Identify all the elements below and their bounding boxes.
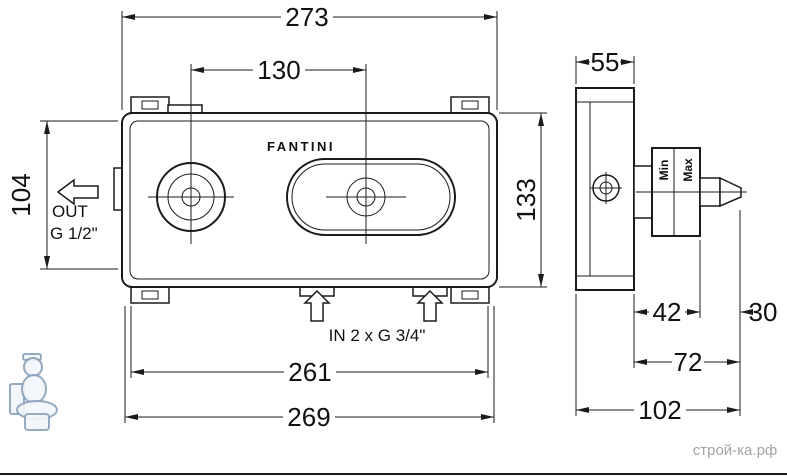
housing-inner-plate: [129, 120, 490, 280]
in-label: IN 2 x G 3/4": [329, 326, 426, 345]
inlet-arrow-icon: [416, 289, 444, 322]
dim-inner-height: 104: [6, 173, 36, 216]
dim-overall-width: 273: [285, 2, 328, 32]
out-thread-label: G 1/2": [50, 224, 98, 243]
max-label: Max: [681, 158, 695, 182]
dim-body-width: 261: [288, 357, 331, 387]
top-boss: [167, 104, 203, 114]
extension-lines: [40, 11, 741, 423]
brand-label: FANTINI: [267, 139, 335, 154]
mounting-tab: [130, 96, 170, 114]
inlet-arrow-icon: [303, 289, 331, 322]
mounting-tab: [130, 286, 170, 304]
dim-total-projection: 72: [674, 347, 703, 377]
dim-spout-projection: 30: [749, 297, 778, 327]
dim-center-distance: 130: [257, 55, 300, 85]
front-view: FANTINI OUT G 1/2" IN 2 x G 3/4": [50, 96, 498, 345]
mounting-slot: [141, 100, 159, 110]
watermark-logo: [9, 353, 58, 431]
mounting-slot: [461, 100, 479, 110]
mounting-tab: [450, 286, 490, 304]
side-view: Min Max: [575, 87, 747, 291]
mounting-tab: [450, 96, 490, 114]
dim-total-depth: 102: [638, 395, 681, 425]
dimension-labels: 273 130 133 104 261 269 55 42 30 72 102: [6, 2, 777, 432]
dim-height: 133: [511, 178, 541, 221]
outlet-port: [113, 167, 123, 211]
dim-cartridge-projection: 42: [653, 297, 682, 327]
dim-plate-width: 269: [287, 402, 330, 432]
dim-depth: 55: [591, 47, 620, 77]
out-arrow-icon: [56, 178, 99, 206]
cartridge-seat-inner: [291, 163, 451, 231]
out-label: OUT: [52, 202, 88, 221]
mounting-slot: [461, 290, 479, 300]
mounting-slot: [141, 290, 159, 300]
watermark-text: строй-ка.рф: [693, 442, 778, 459]
min-label: Min: [657, 160, 671, 181]
